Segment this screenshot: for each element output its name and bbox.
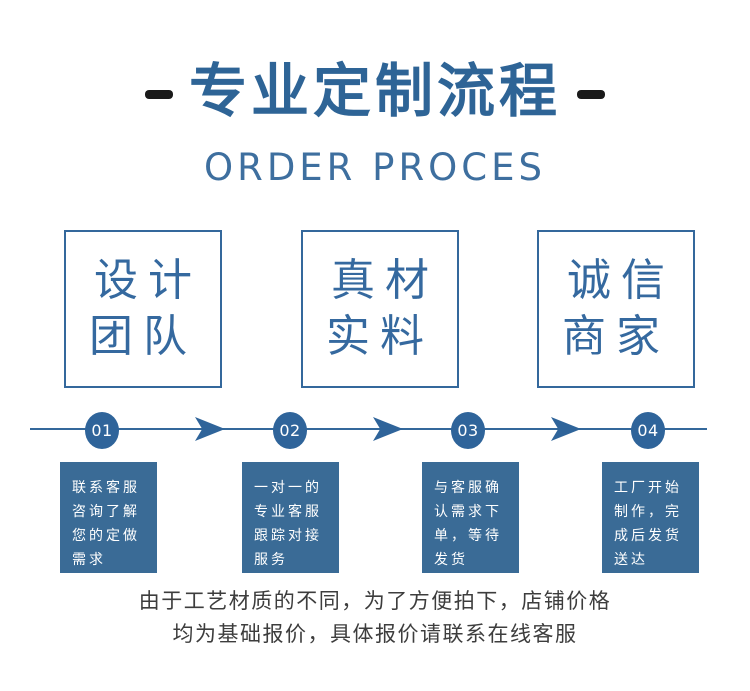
step-number-badge-02: 02 [273,412,307,449]
feature-box-honest-merchant: 诚信 商家 [537,230,695,388]
step-description-contact-service: 联系客服 咨询了解 您的定做 需求 [60,462,157,573]
step-description-factory-production: 工厂开始 制作，完 成后发货 送达 [602,462,699,573]
step-number-label: 04 [637,421,659,440]
section-title-row: 专业定制流程 [0,58,750,125]
page-title: 专业定制流程 [188,57,561,125]
step-number-label: 03 [457,421,479,440]
step-description-text: 与客服确 认需求下 单，等待 发货 [434,480,502,568]
pricing-note-line2: 均为基础报价，具体报价请联系在线客服 [172,622,578,646]
step-number-badge-04: 04 [631,412,665,449]
title-right-dash [577,89,605,99]
step-description-text: 联系客服 咨询了解 您的定做 需求 [72,480,140,568]
page-subtitle: ORDER PROCES [203,146,546,189]
feature-box-label: 诚信 商家 [562,255,675,362]
step-description-one-on-one: 一对一的 专业客服 跟踪对接 服务 [242,462,339,573]
title-left-dash [144,89,173,99]
step-number-label: 01 [91,421,113,440]
feature-box-design-team: 设计 团队 [64,230,222,388]
feature-box-label: 设计 团队 [89,255,202,362]
step-description-confirm-order: 与客服确 认需求下 单，等待 发货 [422,462,519,573]
step-number-badge-03: 03 [451,412,485,449]
step-description-text: 一对一的 专业客服 跟踪对接 服务 [254,480,322,568]
step-number-badge-01: 01 [85,412,119,449]
step-description-text: 工厂开始 制作，完 成后发货 送达 [614,480,682,568]
pricing-note-line1: 由于工艺材质的不同，为了方便拍下，店铺价格 [138,589,612,613]
pricing-note: 由于工艺材质的不同，为了方便拍下，店铺价格 均为基础报价，具体报价请联系在线客服 [0,585,750,651]
feature-box-real-materials: 真材 实料 [301,230,459,388]
feature-box-label: 真材 实料 [326,255,439,362]
timeline-line [30,428,707,430]
step-number-label: 02 [279,421,301,440]
